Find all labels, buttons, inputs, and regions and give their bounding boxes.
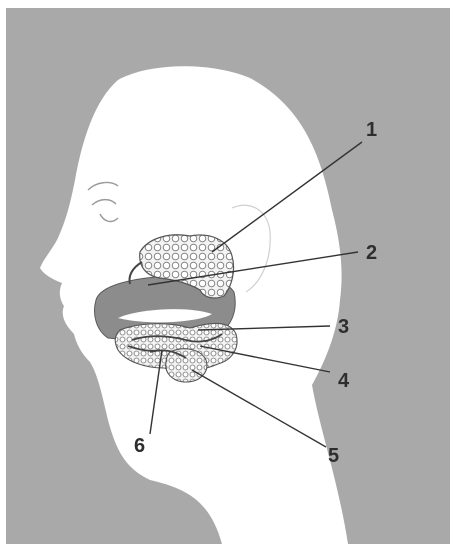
callout-1: 1	[366, 119, 377, 141]
callout-6: 6	[134, 435, 145, 457]
callout-5: 5	[328, 445, 339, 467]
callout-2: 2	[366, 242, 377, 264]
callout-4: 4	[338, 370, 350, 392]
submandibular-gland	[166, 349, 207, 382]
callout-3: 3	[338, 316, 349, 338]
